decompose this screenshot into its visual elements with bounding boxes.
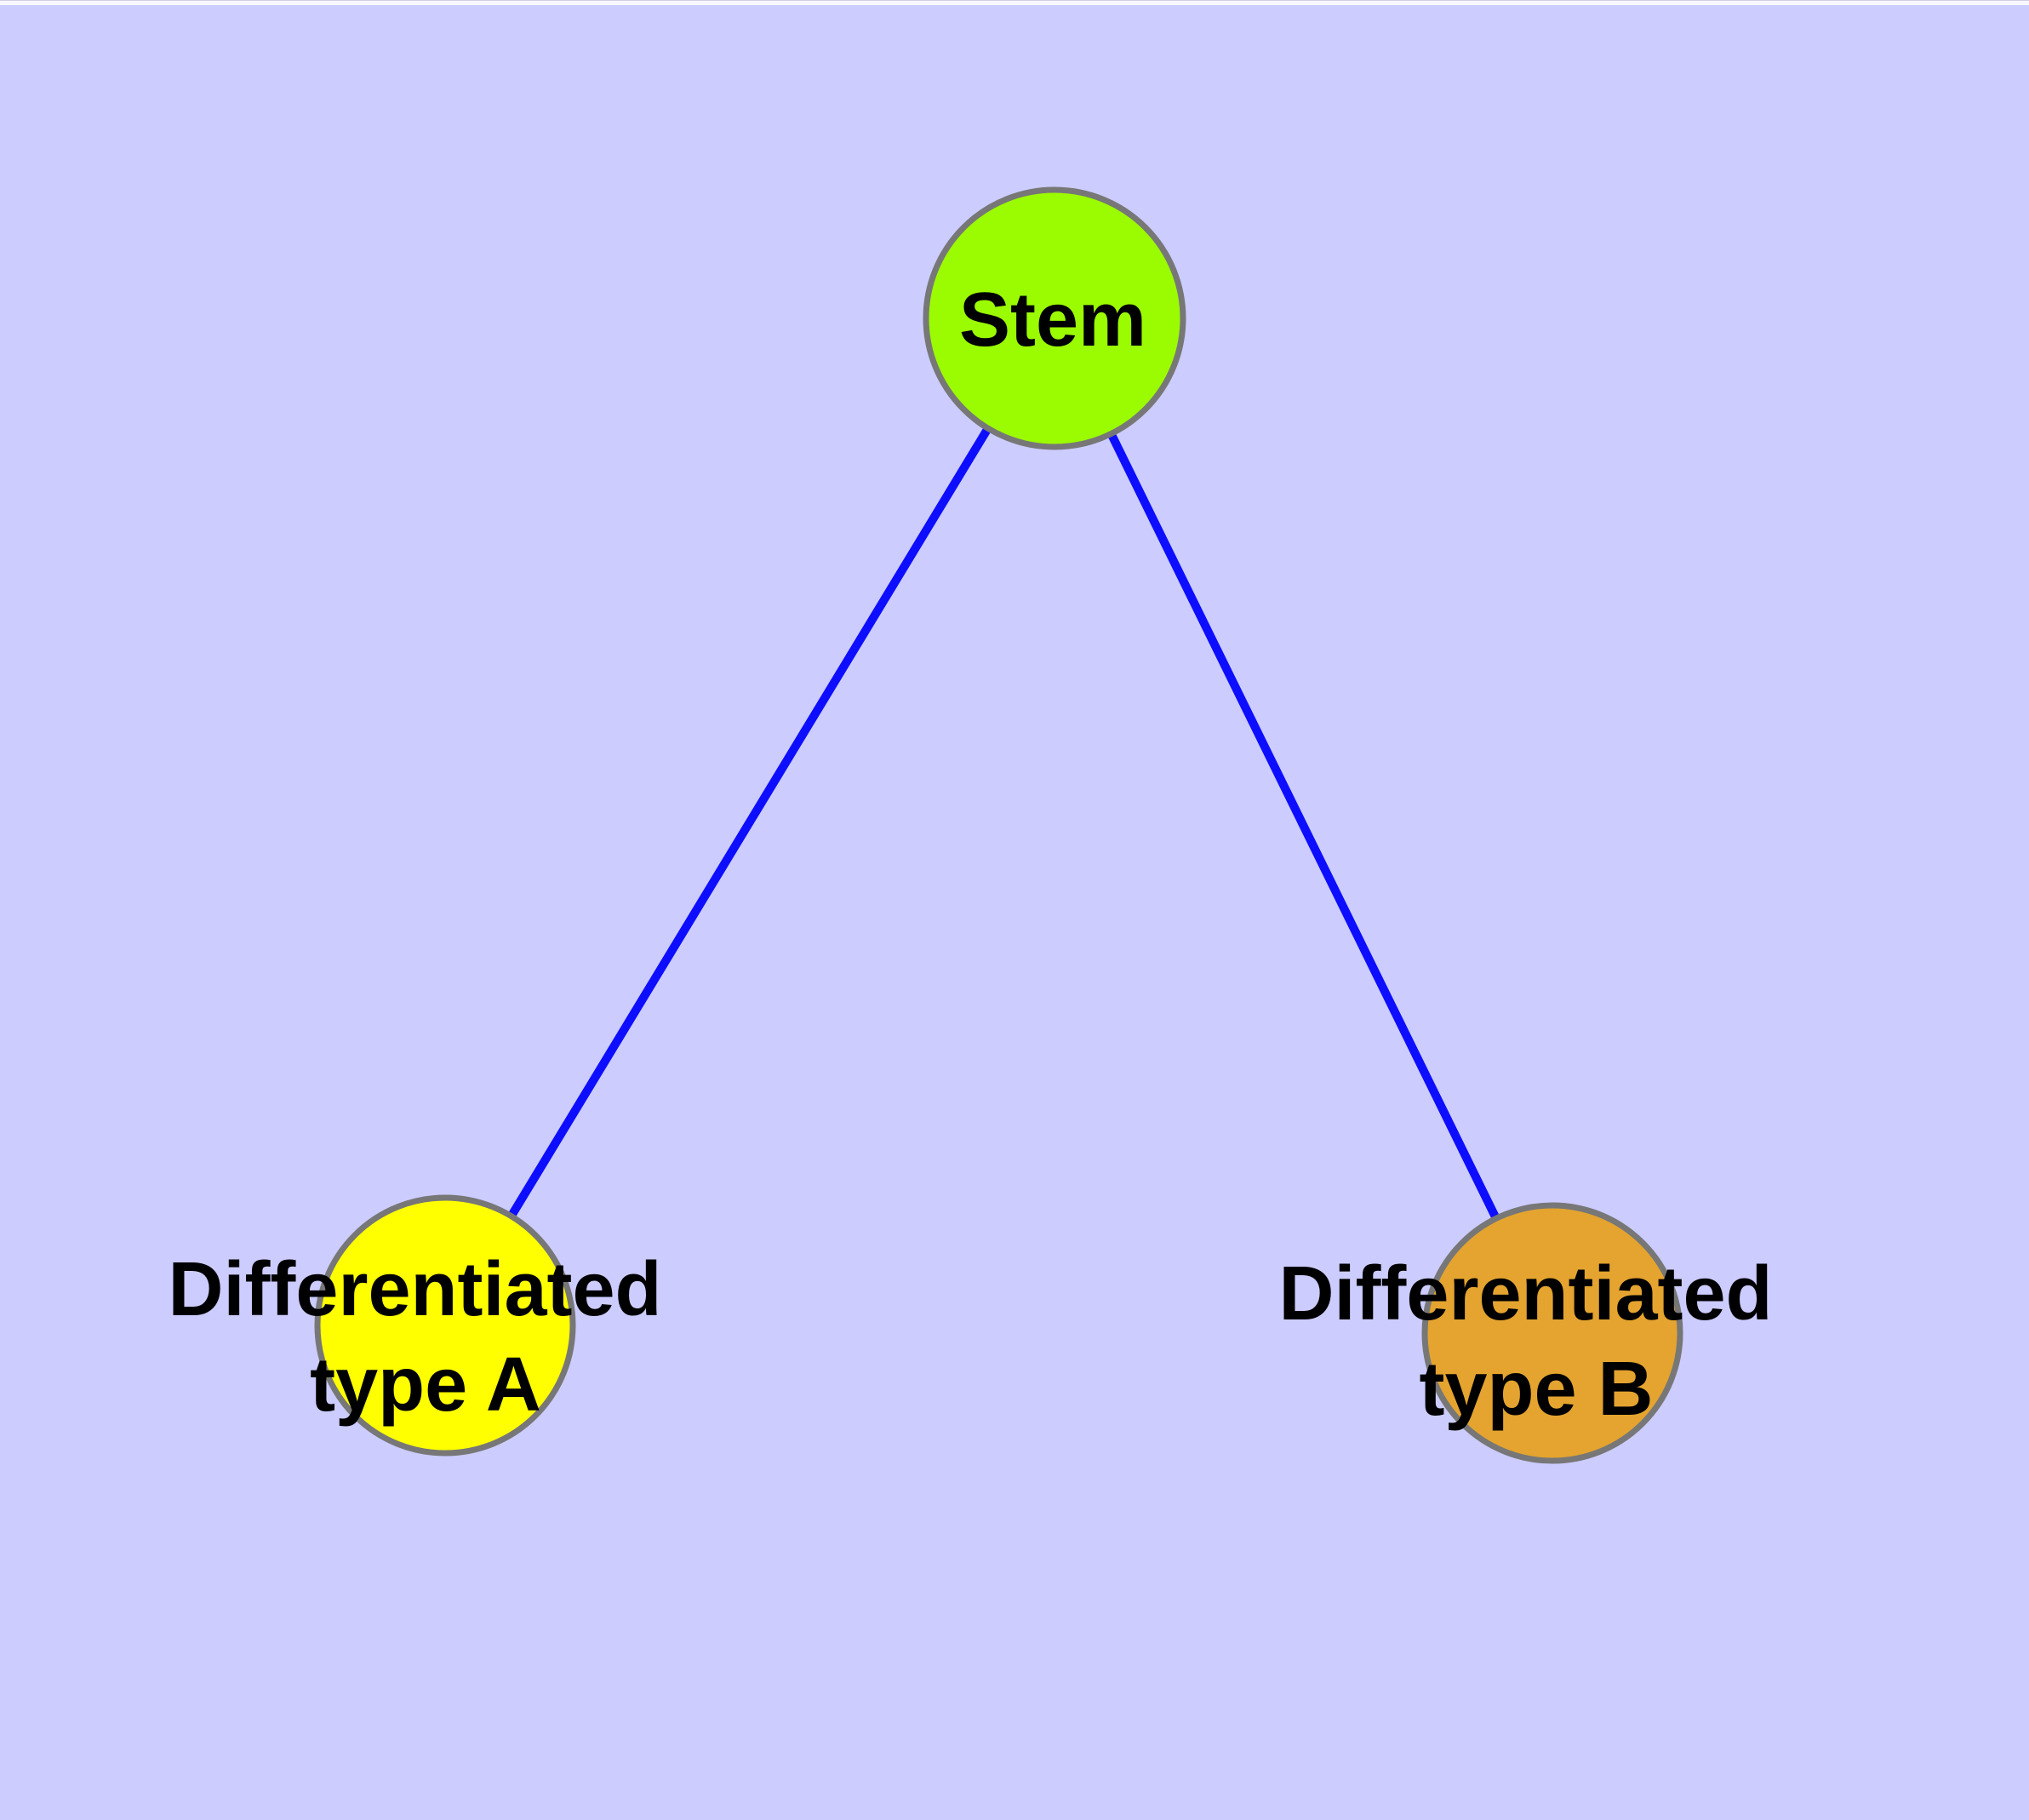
node-typeA-label-line2: type A: [310, 1342, 541, 1428]
node-differentiated-type-b: [1421, 1202, 1683, 1464]
edge-stem-to-typeA: [441, 316, 1059, 1328]
node-typeA-label-line1: Differentiated: [168, 1247, 661, 1332]
node-differentiated-type-a: [314, 1194, 576, 1457]
node-stem: [923, 186, 1186, 450]
edge-stem-to-typeB: [1050, 316, 1557, 1336]
node-stem-label: Stem: [959, 278, 1146, 363]
node-typeB-label-line1: Differentiated: [1278, 1251, 1772, 1336]
node-typeB-label-line2: type B: [1419, 1347, 1653, 1432]
node-typeB-label: Differentiated type B: [1278, 1251, 1793, 1432]
node-typeA-label: Differentiated type A: [168, 1247, 683, 1428]
top-window-strip: [0, 0, 2029, 5]
